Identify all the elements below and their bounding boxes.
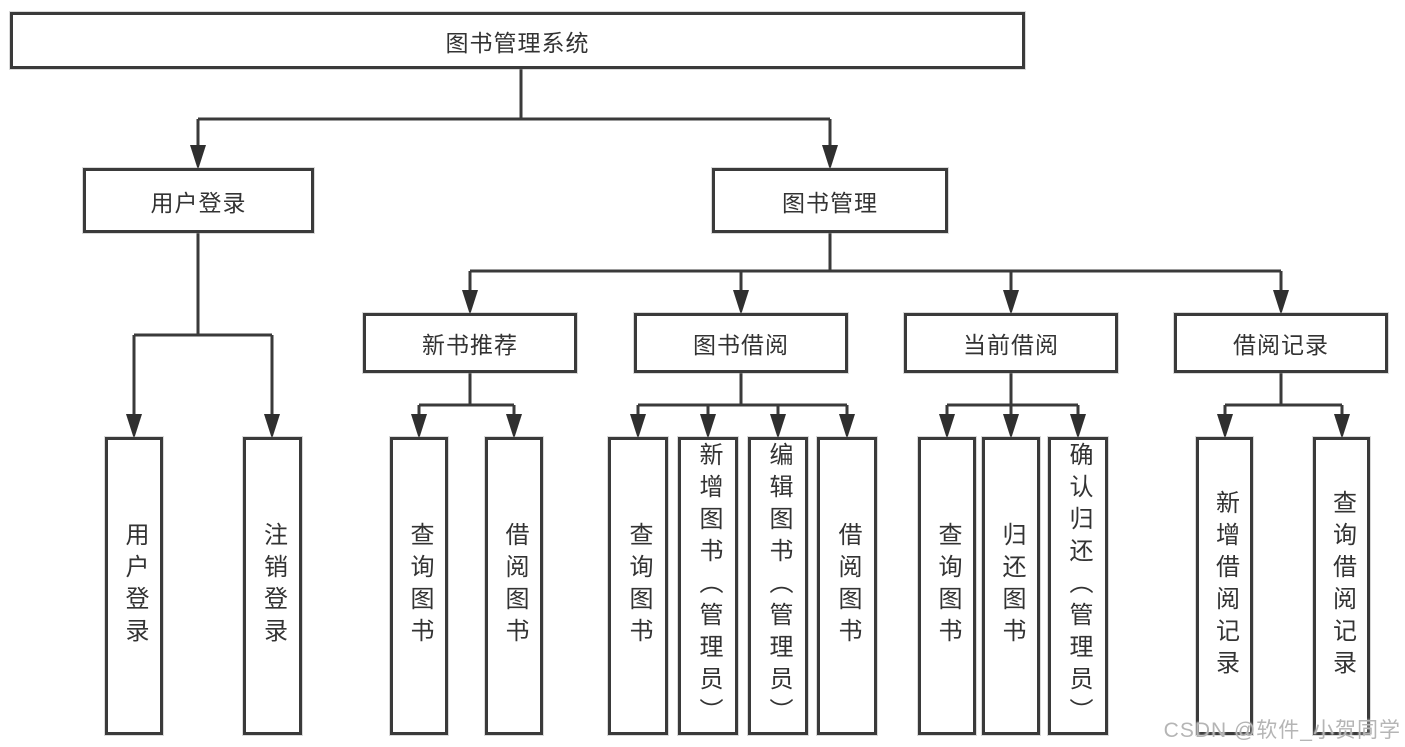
node-label: 新增借阅记录 [1211,490,1239,682]
leaf-nb-query-books: 查询图书 [390,437,448,735]
csdn-watermark: CSDN @软件_小贺同学 [1163,719,1401,742]
node-label: 借阅记录 [1233,332,1329,358]
node-label: 确认归还（管理员） [1065,442,1092,730]
node-label: 图书管理 [782,189,878,216]
node-label: 当前借阅 [963,332,1059,358]
node-library-management-system: 图书管理系统 [10,12,1025,69]
node-label: 注销登录 [259,522,287,650]
node-label: 图书管理系统 [445,29,590,56]
leaf-bb-add-books-admin: 新增图书（管理员） [678,437,738,735]
node-user-login: 用户登录 [83,168,314,233]
leaf-cb-query-books: 查询图书 [918,437,976,735]
leaf-br-add-record: 新增借阅记录 [1196,437,1253,735]
node-book-borrow: 图书借阅 [634,313,848,373]
node-label: 新增图书（管理员） [695,442,722,730]
node-label: 查询借阅记录 [1328,490,1356,682]
leaf-bb-edit-books-admin: 编辑图书（管理员） [748,437,808,735]
node-label: 新书推荐 [422,332,518,358]
node-label: 查询图书 [406,522,433,650]
node-label: 借阅图书 [501,522,528,650]
leaf-br-query-record: 查询借阅记录 [1313,437,1370,735]
leaf-bb-query-books: 查询图书 [608,437,668,735]
node-label: 用户登录 [150,189,247,216]
leaf-cb-confirm-return-admin: 确认归还（管理员） [1048,437,1108,735]
node-label: 查询图书 [625,522,652,650]
node-book-management: 图书管理 [712,168,948,233]
node-label: 借阅图书 [834,522,861,650]
leaf-user-login: 用户登录 [105,437,163,735]
node-current-borrow: 当前借阅 [904,313,1118,373]
leaf-logout: 注销登录 [243,437,302,735]
node-label: 用户登录 [121,522,148,650]
node-label: 查询图书 [934,522,961,650]
node-borrow-records: 借阅记录 [1174,313,1388,373]
node-label: 编辑图书（管理员） [765,442,792,730]
leaf-nb-borrow-books: 借阅图书 [485,437,543,735]
leaf-bb-borrow-books: 借阅图书 [817,437,877,735]
node-new-book-recommend: 新书推荐 [363,313,577,373]
node-label: 图书借阅 [693,332,789,358]
node-label: 归还图书 [998,522,1025,650]
leaf-cb-return-books: 归还图书 [982,437,1040,735]
